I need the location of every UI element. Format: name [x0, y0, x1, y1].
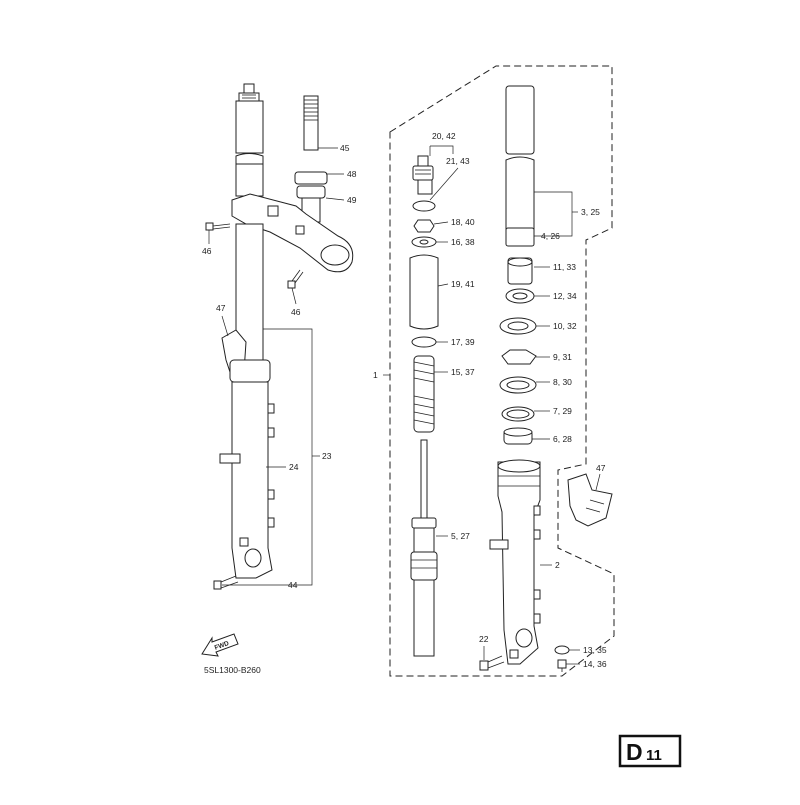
damper-rod	[410, 439, 438, 657]
leader-19-41	[437, 283, 449, 287]
fork-tubes-seals	[489, 85, 613, 672]
spacer-tube	[409, 254, 439, 330]
cap-bolt-assembled	[238, 83, 260, 102]
inner-tube-upper	[235, 163, 264, 197]
label-24: 24	[289, 462, 299, 472]
leader-23-bracket	[222, 328, 313, 586]
leader-21-43	[429, 167, 459, 201]
leader-20-42	[430, 145, 454, 154]
drain-bolt	[557, 659, 567, 672]
label-18-40: 18, 40	[451, 217, 475, 227]
label-22: 22	[479, 634, 489, 644]
page-badge-letter: D	[626, 739, 643, 765]
label-47-left: 47	[216, 303, 226, 313]
inner-tube-break	[235, 153, 264, 165]
bearing-race	[294, 171, 328, 185]
leader-47a	[221, 315, 229, 337]
label-17-39: 17, 39	[451, 337, 475, 347]
fork-spring	[413, 355, 435, 433]
fwd-label: FWD	[214, 640, 231, 652]
label-19-41: 19, 41	[451, 279, 475, 289]
label-49: 49	[347, 195, 357, 205]
label-20-42: 20, 42	[432, 131, 456, 141]
label-8-30: 8, 30	[553, 377, 572, 387]
label-5-27: 5, 27	[451, 531, 470, 541]
slide-bushing-top	[505, 227, 535, 247]
label-10-32: 10, 32	[553, 321, 577, 331]
stem-clamp-boss	[320, 244, 350, 266]
bearing	[296, 185, 326, 199]
label-45: 45	[340, 143, 350, 153]
inner-tube-top-section	[505, 85, 535, 155]
label-6-28: 6, 28	[553, 434, 572, 444]
fork-internals	[409, 155, 505, 671]
label-46-upper: 46	[202, 246, 212, 256]
label-23: 23	[322, 451, 332, 461]
dust-seal-assembled	[229, 359, 271, 383]
retaining-clip	[501, 349, 537, 365]
assembled-fork: FWD 5SL1300-B260	[201, 83, 354, 675]
drain-washer	[554, 645, 570, 655]
steering-stem	[294, 95, 328, 223]
axle-hole-assembled	[244, 548, 262, 568]
pinch-bolt-upper	[205, 222, 231, 231]
page-badge: D 11	[618, 734, 682, 768]
label-16-38: 16, 38	[451, 237, 475, 247]
label-47-right: 47	[596, 463, 606, 473]
leader-47b	[595, 473, 601, 491]
o-ring	[412, 200, 436, 212]
inner-tube	[505, 156, 535, 233]
label-9-31: 9, 31	[553, 352, 572, 362]
pinch-bolt-lower	[287, 269, 304, 289]
label-15-37: 15, 37	[451, 367, 475, 377]
label-3-25: 3, 25	[581, 207, 600, 217]
cap-bolt	[412, 155, 434, 195]
label-21-43: 21, 43	[446, 156, 470, 166]
locknut	[413, 219, 435, 233]
spring-seat	[411, 336, 437, 348]
label-4-26: 4, 26	[541, 231, 560, 241]
page-badge-number: 11	[646, 747, 662, 764]
label-12-34: 12, 34	[553, 291, 577, 301]
label-1: 1	[373, 370, 378, 380]
diagram-code: 5SL1300-B260	[204, 665, 261, 675]
outer-tube	[497, 461, 541, 665]
label-44: 44	[288, 580, 298, 590]
fwd-arrow-icon: FWD	[201, 633, 239, 657]
axle-hole	[515, 628, 533, 648]
label-46-lower: 46	[291, 307, 301, 317]
leader-18-40	[433, 221, 449, 225]
label-13-35: 13, 35	[583, 645, 607, 655]
leader-3-25-bracket	[534, 191, 573, 237]
label-2: 2	[555, 560, 560, 570]
label-11-33: 11, 33	[553, 262, 576, 272]
damper-bolt	[479, 655, 505, 671]
label-7-29: 7, 29	[553, 406, 572, 416]
inner-tube-mid	[235, 223, 264, 365]
leader-46b	[291, 287, 297, 305]
assembly-boundary	[389, 65, 615, 677]
label-48: 48	[347, 169, 357, 179]
label-14-36: 14, 36	[583, 659, 607, 669]
leader-49	[325, 197, 345, 201]
inner-tube-top	[235, 100, 264, 154]
drain-bolt-assembled	[213, 575, 239, 590]
